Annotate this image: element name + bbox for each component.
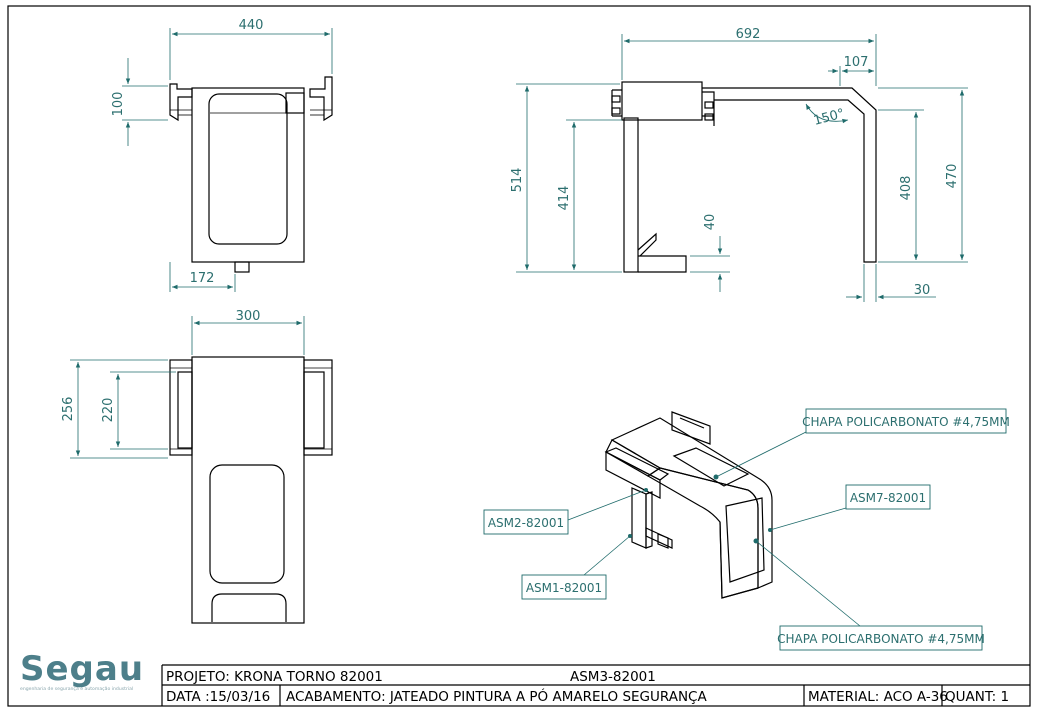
- top-view: 440 100 172: [111, 18, 333, 292]
- side-view: 692 107 150° 514 414 40 408 470 30: [510, 27, 968, 302]
- dim-107: 107: [844, 55, 869, 70]
- finish-label: ACABAMENTO: JATEADO PINTURA A PÓ AMARELO…: [286, 687, 707, 705]
- dim-100: 100: [111, 92, 126, 117]
- dim-300: 300: [236, 309, 261, 324]
- bottom-view: 300 256 220: [61, 309, 333, 624]
- assembly-label: ASM3-82001: [570, 669, 656, 685]
- dim-470: 470: [945, 164, 960, 189]
- title-block: Segau engenharia de segurança e automaçã…: [20, 649, 1030, 706]
- callouts: CHAPA POLICARBONATO #4,75MM ASM7-82001 A…: [483, 408, 1010, 651]
- dim-30: 30: [914, 283, 931, 298]
- dim-256: 256: [61, 397, 76, 422]
- dim-220: 220: [101, 398, 116, 423]
- dim-440: 440: [239, 18, 264, 33]
- dim-692: 692: [736, 27, 761, 42]
- logo-tagline: engenharia de segurança e automação indu…: [20, 686, 133, 692]
- callout-asm2: ASM2-82001: [488, 516, 564, 530]
- callout-asm1: ASM1-82001: [526, 581, 602, 595]
- segau-logo: Segau: [20, 649, 144, 689]
- dim-514: 514: [510, 168, 525, 193]
- callout-asm7: ASM7-82001: [850, 491, 926, 505]
- dim-408: 408: [899, 176, 914, 201]
- dim-172: 172: [190, 271, 215, 286]
- callout-polycarbonate-bottom: CHAPA POLICARBONATO #4,75MM: [777, 632, 985, 646]
- project-label: PROJETO: KRONA TORNO 82001: [166, 669, 383, 685]
- dim-40: 40: [703, 214, 718, 231]
- dim-414: 414: [557, 186, 572, 211]
- callout-polycarbonate-top: CHAPA POLICARBONATO #4,75MM: [802, 415, 1010, 429]
- isometric-view: [604, 411, 773, 599]
- date-label: DATA :15/03/16: [166, 689, 270, 705]
- dim-150-degrees: 150°: [812, 106, 846, 129]
- quantity-label: QUANT: 1: [945, 689, 1009, 705]
- sheet-border: [7, 5, 1031, 707]
- material-label: MATERIAL: ACO A-36: [808, 689, 948, 705]
